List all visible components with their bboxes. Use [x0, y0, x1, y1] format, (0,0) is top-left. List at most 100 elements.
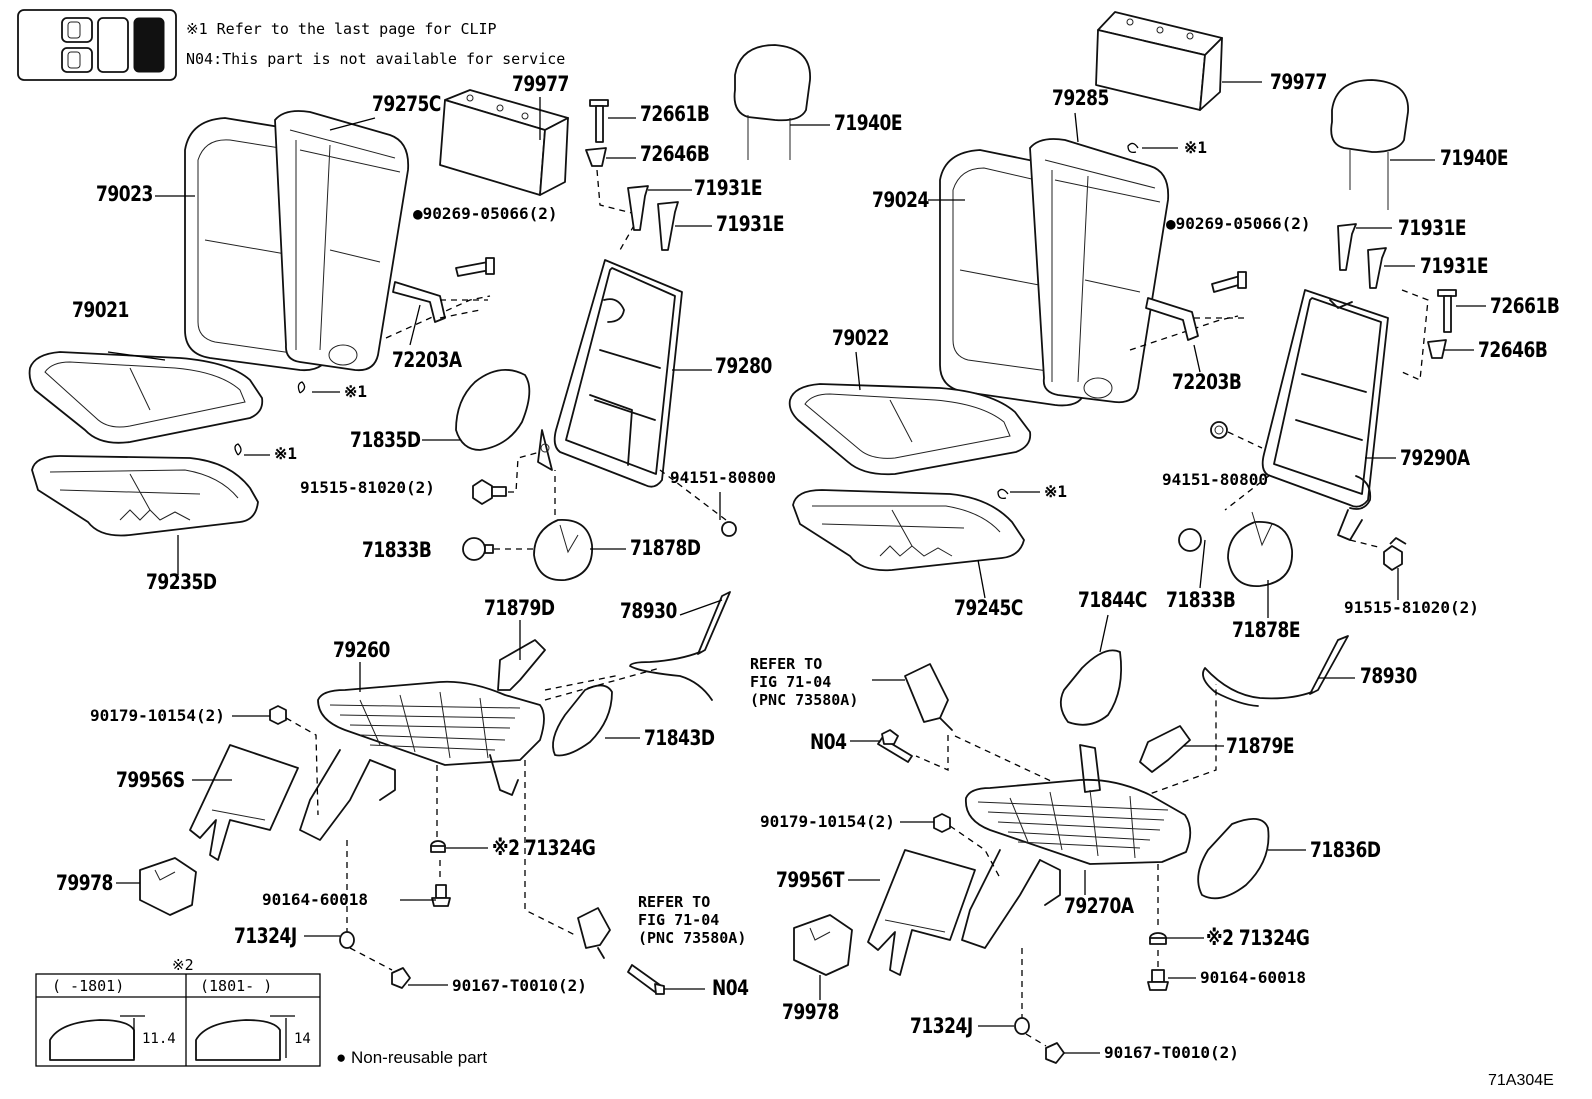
part-label[interactable]: 71878D — [630, 536, 701, 560]
part-label[interactable]: 94151-80800 — [1162, 470, 1268, 489]
part-label[interactable]: 72646B — [1478, 338, 1548, 362]
part-label[interactable]: 72661B — [640, 102, 710, 126]
strap-72203A — [392, 281, 488, 323]
seat-pad-79235D — [31, 455, 259, 537]
part-label[interactable]: 94151-80800 — [670, 468, 776, 487]
seat-pad-79245C — [792, 489, 1025, 572]
part-label[interactable]: 79024 — [872, 188, 929, 212]
part-label[interactable]: N04 — [810, 730, 847, 754]
cover-71878E — [1227, 511, 1293, 587]
part-label[interactable]: 79956T — [776, 868, 845, 892]
spacer-71324G-left — [430, 840, 446, 853]
spacer-71324J-left — [339, 931, 355, 949]
part-label[interactable]: 79978 — [56, 871, 113, 895]
part-label[interactable]: ※1 — [1184, 138, 1208, 157]
part-label[interactable]: 91515-81020(2) — [300, 478, 435, 497]
part-label[interactable]: 79022 — [832, 326, 889, 350]
spacer-71324J-right — [1014, 1017, 1030, 1035]
dashed-leads-right — [1021, 864, 1159, 1020]
part-label[interactable]: 91515-81020(2) — [1344, 598, 1479, 617]
part-label[interactable]: 71931E — [694, 176, 763, 200]
screw-90164-right — [1147, 969, 1169, 991]
bolt-90167-right — [1025, 1033, 1065, 1064]
cover-79956S — [189, 744, 299, 861]
part-label[interactable]: 71324J — [234, 924, 297, 948]
part-label[interactable]: 71931E — [716, 212, 785, 236]
seatback-frame-79285 — [1029, 138, 1170, 404]
part-label[interactable]: ※2 71324G — [1206, 926, 1310, 950]
cover-71843D — [544, 667, 661, 757]
part-label[interactable]: 71324J — [910, 1014, 973, 1038]
part-label[interactable]: 71940E — [834, 111, 903, 135]
seat-position-icon — [17, 9, 177, 81]
bolt-90269-right — [1129, 271, 1247, 351]
part-label[interactable]: 90164-60018 — [262, 890, 368, 909]
part-label[interactable]: 71879E — [1226, 734, 1295, 758]
nut-94151-right — [1210, 421, 1263, 449]
part-label[interactable]: 79280 — [715, 354, 772, 378]
seatback-frame-79275C — [274, 110, 410, 372]
part-label[interactable]: 90167-T0010(2) — [1104, 1043, 1239, 1062]
part-label[interactable]: 71878E — [1232, 618, 1301, 642]
part-label[interactable]: 90167-T0010(2) — [452, 976, 587, 995]
seat-frame-79270A — [961, 744, 1192, 949]
nut-90179-right — [933, 813, 1001, 879]
part-label[interactable]: 71836D — [1310, 838, 1381, 862]
part-label[interactable]: 71833B — [362, 538, 432, 562]
part-label[interactable]: 79275C — [372, 92, 441, 116]
part-label[interactable]: 90164-60018 — [1200, 968, 1306, 987]
part-label[interactable]: ●90269-05066(2) — [413, 204, 558, 223]
seatback-frame-79290A — [1224, 289, 1389, 549]
part-label[interactable]: 72661B — [1490, 294, 1560, 318]
bolt-N04-right — [881, 729, 899, 745]
knob-71833B-left — [462, 537, 494, 561]
part-label[interactable]: 79235D — [146, 570, 217, 594]
pins-left — [585, 99, 641, 251]
strap-72203B — [1145, 297, 1244, 341]
part-label[interactable]: 79285 — [1052, 86, 1109, 110]
part-label[interactable]: ※1 — [274, 444, 298, 463]
legend-table — [35, 973, 321, 1067]
seat-cushion-79021 — [28, 351, 264, 444]
part-label[interactable]: 71843D — [644, 726, 715, 750]
part-label[interactable]: 71931E — [1398, 216, 1467, 240]
knob-71833B-right — [1178, 528, 1202, 552]
seat-cushion-79022 — [788, 383, 1032, 476]
clip-icon-right-mid — [997, 488, 1009, 500]
part-label[interactable]: 79978 — [782, 1000, 839, 1024]
part-label[interactable]: 90179-10154(2) — [760, 812, 895, 831]
part-label[interactable]: 71833B — [1166, 588, 1236, 612]
part-label[interactable]: 72646B — [640, 142, 710, 166]
part-label[interactable]: 71879D — [484, 596, 555, 620]
part-label[interactable]: 79290A — [1400, 446, 1470, 470]
part-label[interactable]: 71844C — [1078, 588, 1147, 612]
part-label[interactable]: 71931E — [1420, 254, 1489, 278]
part-label[interactable]: 79245C — [954, 596, 1023, 620]
headrest-71940E-left — [733, 44, 811, 160]
note-n04: N04:This part is not available for servi… — [186, 50, 566, 68]
part-label[interactable]: 90179-10154(2) — [90, 706, 225, 725]
clip-icon-right-top — [1127, 142, 1139, 154]
part-label[interactable]: ※1 — [344, 382, 368, 401]
part-label[interactable]: 79977 — [1270, 70, 1327, 94]
part-label[interactable]: ※2 71324G — [492, 836, 596, 860]
part-label[interactable]: N04 — [712, 976, 749, 1000]
part-label[interactable]: 78930 — [620, 599, 677, 623]
part-label[interactable]: 79956S — [116, 768, 185, 792]
refer-to-left[interactable]: REFER TO FIG 71-04 (PNC 73580A) — [638, 893, 747, 947]
part-label[interactable]: ●90269-05066(2) — [1166, 214, 1311, 233]
part-label[interactable]: 79021 — [72, 298, 129, 322]
part-label[interactable]: 79023 — [96, 182, 153, 206]
refer-to-right[interactable]: REFER TO FIG 71-04 (PNC 73580A) — [750, 655, 859, 709]
part-label[interactable]: 71835D — [350, 428, 421, 452]
part-label[interactable]: 79270A — [1064, 894, 1134, 918]
part-label[interactable]: ※1 — [1044, 482, 1068, 501]
part-label[interactable]: 78930 — [1360, 664, 1417, 688]
buckle-right — [877, 663, 1071, 791]
part-label[interactable]: 79977 — [512, 72, 569, 96]
part-label[interactable]: 72203B — [1172, 370, 1242, 394]
part-label[interactable]: 72203A — [392, 348, 462, 372]
part-label[interactable]: 79260 — [333, 638, 390, 662]
part-label[interactable]: 71940E — [1440, 146, 1509, 170]
cable-78930-right — [1202, 635, 1349, 707]
